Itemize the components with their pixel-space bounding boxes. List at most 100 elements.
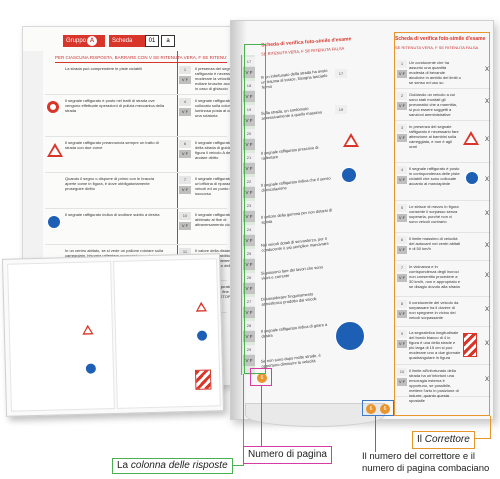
scheda-number: 01	[145, 35, 159, 47]
sheet-title-right: Scheda di verifica foto-simile d'esame	[395, 36, 486, 42]
mandatory-sign-icon	[341, 167, 357, 183]
correttore-answer: V F	[397, 176, 407, 184]
correttore-mark: X	[484, 307, 489, 313]
callout-colonna-risposte: La colonna delle risposte	[112, 458, 233, 474]
answer-box[interactable]: V F	[179, 108, 191, 116]
correttore-row: 2 V F Guidando un veicolo a cui sono sta…	[395, 91, 491, 121]
correttore-answer: V F	[397, 134, 407, 142]
warning-sign-icon	[343, 133, 359, 147]
answer-number: 22	[243, 177, 255, 186]
correttore-mark: X	[484, 67, 489, 73]
striped-panel-icon	[463, 333, 477, 357]
question-text-right: Il segnale raffigurato è collocato sulla…	[195, 98, 243, 118]
question-text: Sulla strada, un sordomuto accessivament…	[260, 105, 323, 121]
children-warning-sign-icon	[463, 131, 479, 145]
right-booklet: Scheda di verifica foto-simile d'esame S…	[230, 20, 494, 427]
correttore-number-marker: 6	[366, 404, 376, 414]
question-text: Di considerare l'inquinamento atmosferic…	[260, 291, 317, 307]
correttore-text: Il conducente del veicolo da sorpassare …	[409, 300, 459, 320]
answer-cell[interactable]: V F	[243, 187, 255, 198]
question-row: Il segnale raffigurato è posto nei tratt…	[45, 97, 243, 137]
mandatory-sign-icon	[84, 362, 98, 375]
correttore-answer: V F	[397, 310, 407, 318]
question-text-right: Il segnale raffigurato presso della stra…	[195, 140, 245, 160]
question-text: Il segnale raffigurato indica di girare …	[260, 321, 328, 339]
sheet-header: Gruppo A Scheda 01 a	[23, 27, 231, 51]
correttore-number: 4	[397, 166, 407, 174]
callout-combaciano: Il numero del correttore e il numero di …	[362, 451, 489, 475]
answer-box[interactable]: V F	[179, 150, 191, 158]
answer-cell[interactable]: V F	[243, 355, 255, 366]
answer-column-highlight	[244, 44, 266, 374]
correttore-row: 6 V F Il limite massimo di velocità del …	[395, 235, 491, 261]
turn-right-sign-icon	[47, 215, 61, 229]
correttore-text: In vicinanza e in corrispondenza degli i…	[409, 264, 461, 289]
cycle-path-sign-icon	[465, 171, 479, 185]
callout-colonna-prefix: La	[117, 460, 131, 471]
correttore-connector-horizontal	[470, 438, 491, 439]
group-label: Gruppo	[63, 35, 105, 47]
matching-numbers-highlight	[362, 400, 394, 416]
answer-cell[interactable]: V F	[243, 115, 255, 126]
correttore-answer: V F	[397, 274, 407, 282]
correttore-connector-vertical	[490, 416, 491, 438]
answer-cell[interactable]: V F	[243, 283, 255, 294]
question-row: Quando il segno o disporre di primo con …	[45, 175, 243, 209]
question-text: Quando il segno o disporre di primo con …	[65, 176, 155, 191]
scheda-box: a	[161, 35, 175, 47]
callout-correttore-prefix: Il	[417, 434, 425, 445]
answer-number: 17	[243, 57, 255, 66]
answer-cell[interactable]: V F	[243, 163, 255, 174]
answer-cell[interactable]: V F	[243, 307, 255, 318]
answer-box[interactable]: V F	[179, 222, 191, 230]
correttore-number: 9	[397, 330, 407, 338]
answer-number: 29	[243, 345, 255, 354]
correttore-highlight	[394, 32, 490, 416]
answer-cell[interactable]: V F	[243, 139, 255, 150]
answer-cell[interactable]: V F	[243, 331, 255, 342]
turn-right-sign-icon	[335, 321, 365, 351]
scheda-label: Scheda	[109, 35, 145, 47]
page-number-marker-right: 6	[380, 404, 390, 414]
question-text: Il segnale raffigurato prescrive di rall…	[260, 144, 319, 161]
correttore-row: 1 V F Un conducente che ha assunto una q…	[395, 59, 491, 89]
question-number: 1	[179, 66, 191, 74]
correttore-row: 3 V F In presenza del segnale raffigurat…	[395, 123, 491, 163]
answer-cell[interactable]: V F	[243, 211, 255, 222]
question-text: In un infortunato della strada ha avuto …	[260, 67, 328, 90]
correttore-mark: X	[484, 377, 489, 383]
correttore-answer: V F	[397, 70, 407, 78]
curve-warning-sign-icon	[47, 143, 63, 157]
answer-cell[interactable]: V F	[243, 67, 255, 78]
callout-combaciano-line2: numero di pagina combaciano	[362, 463, 490, 474]
answer-number: 24	[243, 225, 255, 234]
colonna-connector-horizontal	[228, 465, 244, 466]
correttore-row: 8 V F Il conducente del veicolo da sorpa…	[395, 299, 491, 327]
numero-connector	[261, 386, 262, 446]
answer-cell[interactable]: V F	[243, 91, 255, 102]
correttore-number: 7	[397, 264, 407, 272]
answer-number: 27	[243, 297, 255, 306]
correttore-number: 5	[397, 204, 407, 212]
question-number: 7	[179, 176, 191, 184]
answer-box[interactable]: V F	[179, 76, 191, 84]
answer-cell[interactable]: V F	[243, 259, 255, 270]
answer-number: 23	[243, 201, 255, 210]
question-text: Il segnale raffigurato preannuncia sempr…	[65, 140, 159, 150]
question-text: Nei veicoli dotati di servosterzo, per i…	[260, 235, 329, 253]
instructions-bar-right: SE RITENUTA VERA, F SE RITENUTA FALSA	[395, 45, 479, 50]
correttore-text: Le strisce di mezzo in figura consente i…	[409, 204, 459, 224]
callout-numero-pagina: Numero di pagina	[243, 446, 332, 464]
answer-box[interactable]: V F	[179, 186, 191, 194]
correttore-mark: X	[484, 243, 489, 249]
correttore-text: Guidando un veicolo a cui sono stati mon…	[409, 92, 458, 117]
answer-number: 21	[243, 153, 255, 162]
column-divider	[177, 51, 178, 385]
warning-sign-icon	[195, 301, 208, 312]
answer-cell[interactable]: V F	[243, 235, 255, 246]
question-text: Il segnale raffigurato è posto nei tratt…	[65, 98, 165, 113]
correttore-column: 1 V F Un conducente che ha assunto una q…	[395, 51, 491, 403]
callout-combaciano-line1: Il numero del correttore e il	[362, 451, 475, 462]
question-number: 6	[179, 140, 191, 148]
correttore-answer: V F	[397, 340, 407, 348]
